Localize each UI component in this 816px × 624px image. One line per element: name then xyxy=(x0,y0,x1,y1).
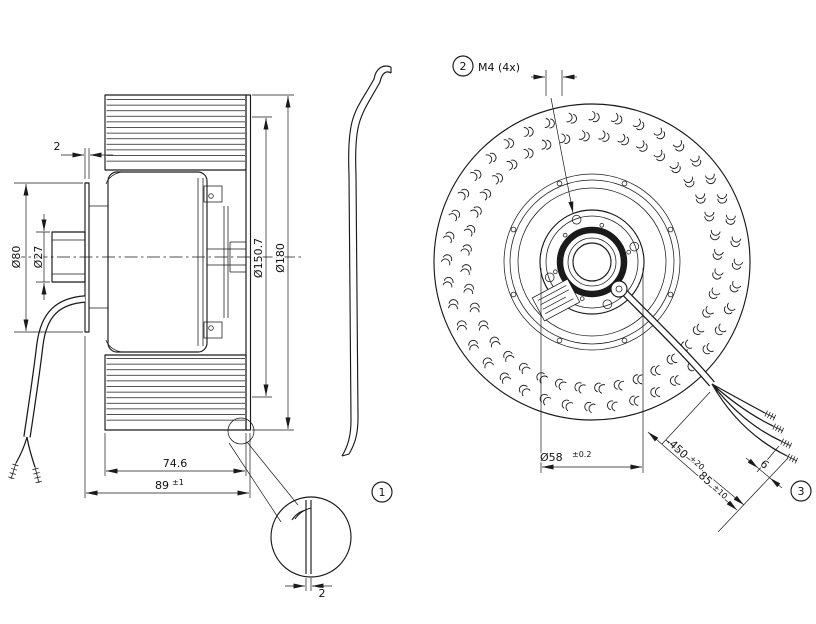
hub-shaft-lines xyxy=(207,241,246,273)
blade-hatching xyxy=(106,99,245,421)
mounting-flange xyxy=(84,182,90,333)
inlet-ring-view xyxy=(341,65,392,457)
lead-wires-front xyxy=(711,383,788,457)
rating-label xyxy=(531,278,581,322)
dim-label-d150: Ø150.7 xyxy=(252,238,265,278)
balloon-2: 2 xyxy=(452,55,474,77)
bearing-ring xyxy=(556,226,628,298)
detail-dimension xyxy=(285,578,332,591)
screw-callout-label: M4 (4x) xyxy=(478,61,520,74)
detail-wall-section xyxy=(291,500,312,574)
balloon-1-label: 1 xyxy=(379,486,386,499)
dim-label-gap: 2 xyxy=(54,140,61,153)
side-view: 2 Ø80 Ø27 Ø150.7 Ø180 74.6 89 ±1 xyxy=(9,94,302,498)
dim-label-d180: Ø180 xyxy=(274,243,287,273)
balloon-2-label: 2 xyxy=(460,60,467,73)
front-dimensions xyxy=(531,70,789,533)
dim-label-strip-length-tol: ±10 xyxy=(711,483,729,501)
dim-label-wall: 2 xyxy=(319,587,326,600)
m4-leader xyxy=(550,97,574,214)
dim-label-strip-length: 85 xyxy=(696,469,715,488)
stator-lines xyxy=(197,178,229,346)
balloon-1: 1 xyxy=(371,481,393,503)
lead-wires xyxy=(15,436,36,468)
motor-section xyxy=(51,171,229,353)
dim-label-d80: Ø80 xyxy=(10,246,23,269)
cable-gland xyxy=(610,280,628,298)
shaft-bore xyxy=(572,242,612,282)
power-cable-front xyxy=(8,280,799,484)
detail-callout: 2 xyxy=(227,417,352,601)
detail-source-circle xyxy=(227,417,255,445)
impeller-section xyxy=(104,94,252,431)
hub-circle xyxy=(539,209,645,315)
dim-label-width: 74.6 xyxy=(163,457,188,470)
dim-label-d27: Ø27 xyxy=(32,246,45,269)
dim-label-total: 89 xyxy=(155,479,169,492)
impeller-blades xyxy=(440,110,744,414)
balloon-3: 3 xyxy=(790,480,812,502)
impeller-outer-circle xyxy=(433,103,751,421)
dim-label-total-tol: ±1 xyxy=(172,478,184,487)
dim-label-d58-tol: ±0.2 xyxy=(572,450,591,459)
power-cable-side xyxy=(15,295,86,468)
wire-stripped-ends xyxy=(8,410,799,484)
side-dimensions xyxy=(14,94,294,498)
front-view: 2 M4 (4x) Ø58 ±0.2 450 +20 85 ±10 6 3 xyxy=(8,55,812,533)
dim-label-d58: Ø58 xyxy=(540,451,563,464)
detail-magnified-circle xyxy=(270,496,352,578)
balloon-3-label: 3 xyxy=(798,485,805,498)
